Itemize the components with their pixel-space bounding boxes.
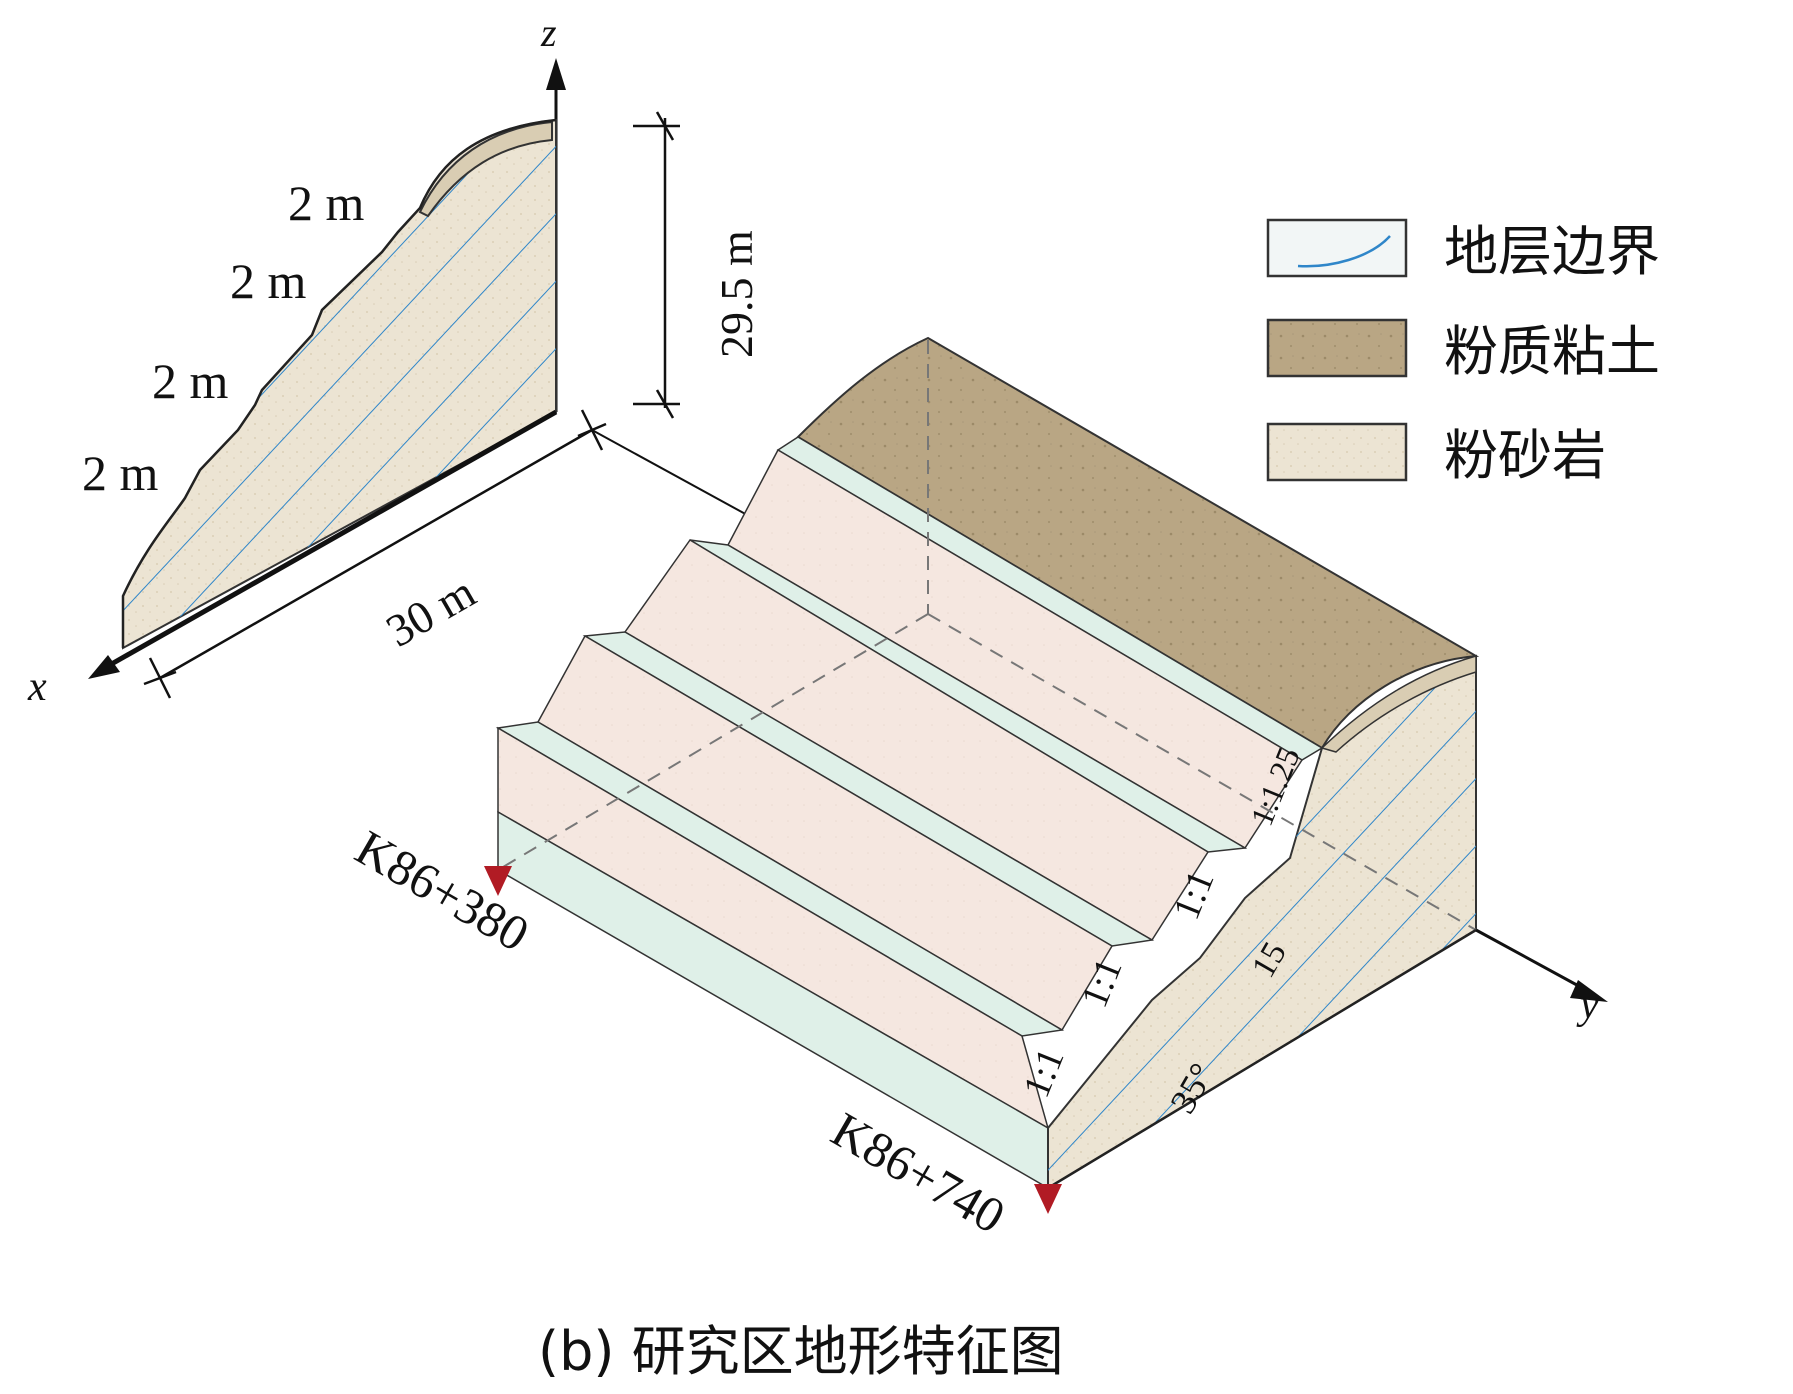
legend-label-siltstone: 粉砂岩 [1444, 424, 1606, 487]
bench-width-label-4: 2 m [82, 445, 159, 501]
bench-width-label-3: 2 m [152, 353, 229, 409]
station-marker-end-icon [1034, 1184, 1062, 1214]
legend-swatch-boundary [1266, 218, 1408, 278]
legend: 地层边界 粉质粘土 粉砂岩 [1266, 218, 1660, 487]
height-dimension-tick-bottom-b [655, 389, 675, 419]
hidden-edge-base [497, 613, 929, 871]
end-section-clay-cap [1320, 655, 1477, 753]
bench-width-label-2: 2 m [230, 253, 307, 309]
legend-swatch-siltstone [1266, 422, 1408, 482]
bench-width-label-1: 2 m [288, 175, 365, 231]
figure-caption: (b) 研究区地形特征图 [538, 1320, 1064, 1383]
hidden-edge-depth [927, 613, 1477, 931]
y-axis-arrow-icon [1570, 980, 1608, 1002]
height-dimension-label: 29.5 m [711, 230, 762, 358]
length-dimension-tick-start-b [143, 670, 177, 686]
x-axis-arrow-icon [88, 655, 120, 679]
legend-boundary-line-icon [1297, 235, 1391, 268]
z-axis-label: z [540, 10, 557, 55]
length-dimension-line [159, 428, 593, 680]
x-axis-line [106, 409, 558, 669]
y-axis-line [1475, 928, 1587, 992]
x-axis-label: x [27, 664, 47, 710]
legend-swatch-silty-clay [1266, 318, 1408, 378]
base-edge [1047, 928, 1477, 1190]
legend-label-silty-clay: 粉质粘土 [1444, 320, 1660, 383]
cross-section-clay-cap [418, 120, 553, 218]
station-marker-start-icon [484, 866, 512, 896]
y-axis-label: y [1576, 982, 1599, 1028]
cross-section-outline [121, 118, 557, 648]
legend-label-boundary: 地层边界 [1444, 220, 1660, 283]
z-axis-arrow-icon [546, 58, 566, 90]
length-dimension-label: 30 m [378, 566, 484, 657]
height-dimension-tick-top-b [655, 111, 675, 141]
slope-3d-block: y 1:1 1:1 1:1 1:1.25 15 35° K86+380 K86+… [347, 336, 1608, 1244]
